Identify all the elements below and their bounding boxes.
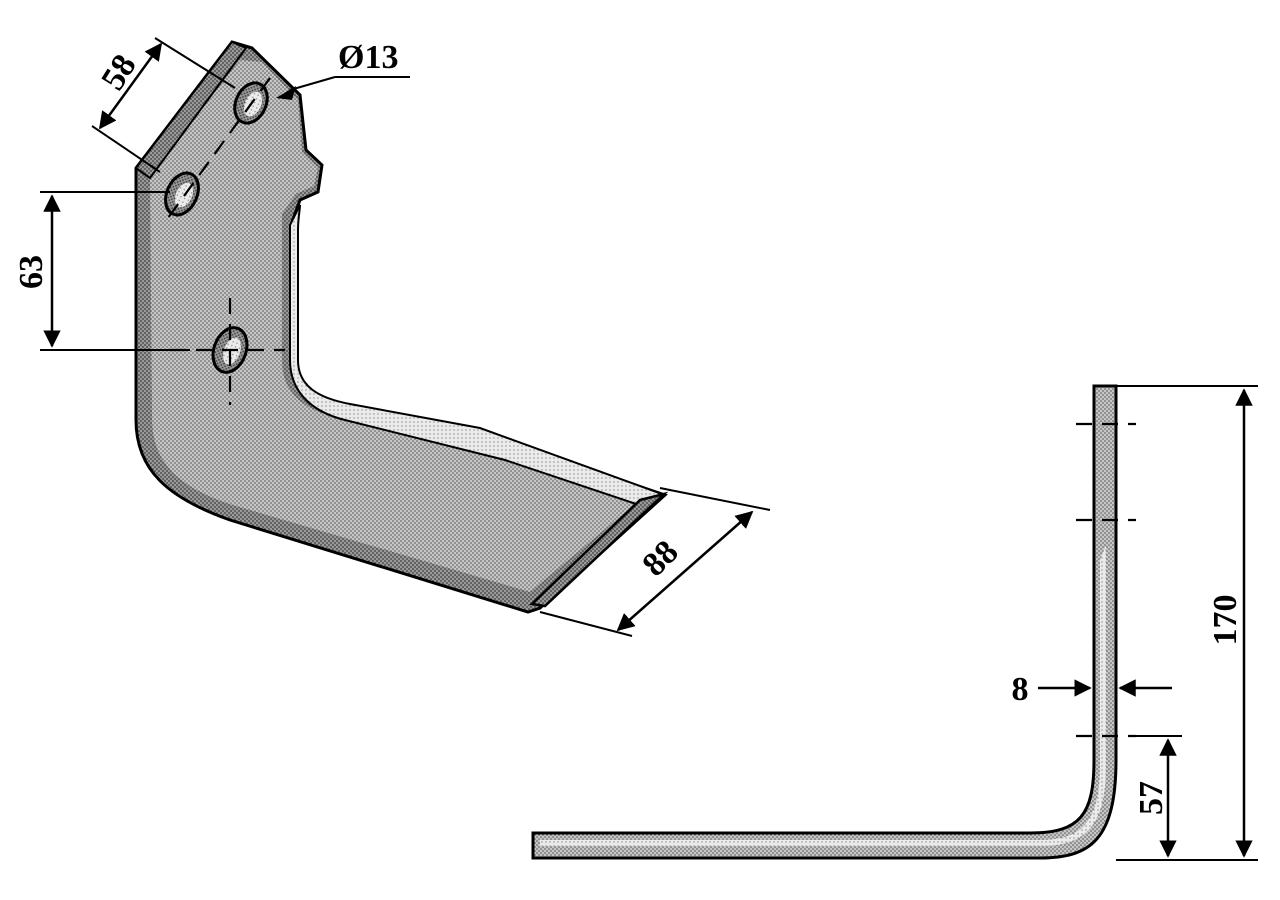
dimension-170-label: 170	[1207, 595, 1244, 646]
dimension-63-label: 63	[13, 255, 50, 289]
dimension-8: 8	[1012, 671, 1172, 708]
dimension-57: 57	[1133, 735, 1182, 858]
dimension-diameter: Ø13	[276, 39, 410, 100]
dimension-170: 170	[1116, 385, 1258, 861]
perspective-view: 58 Ø13 63 88	[13, 37, 771, 637]
side-profile-view: 170 57 8	[531, 384, 1258, 861]
top-plate-edge	[134, 40, 248, 180]
dimension-63: 63	[13, 191, 190, 351]
dimension-diameter-label: Ø13	[338, 39, 398, 76]
dimension-57-label: 57	[1133, 781, 1170, 815]
blade-bend-surface	[289, 204, 665, 508]
dimension-58-label: 58	[94, 48, 143, 96]
hole-centerline-diagonal	[164, 77, 271, 223]
profile-shape	[531, 384, 1118, 860]
dimension-8-label: 8	[1012, 671, 1029, 708]
